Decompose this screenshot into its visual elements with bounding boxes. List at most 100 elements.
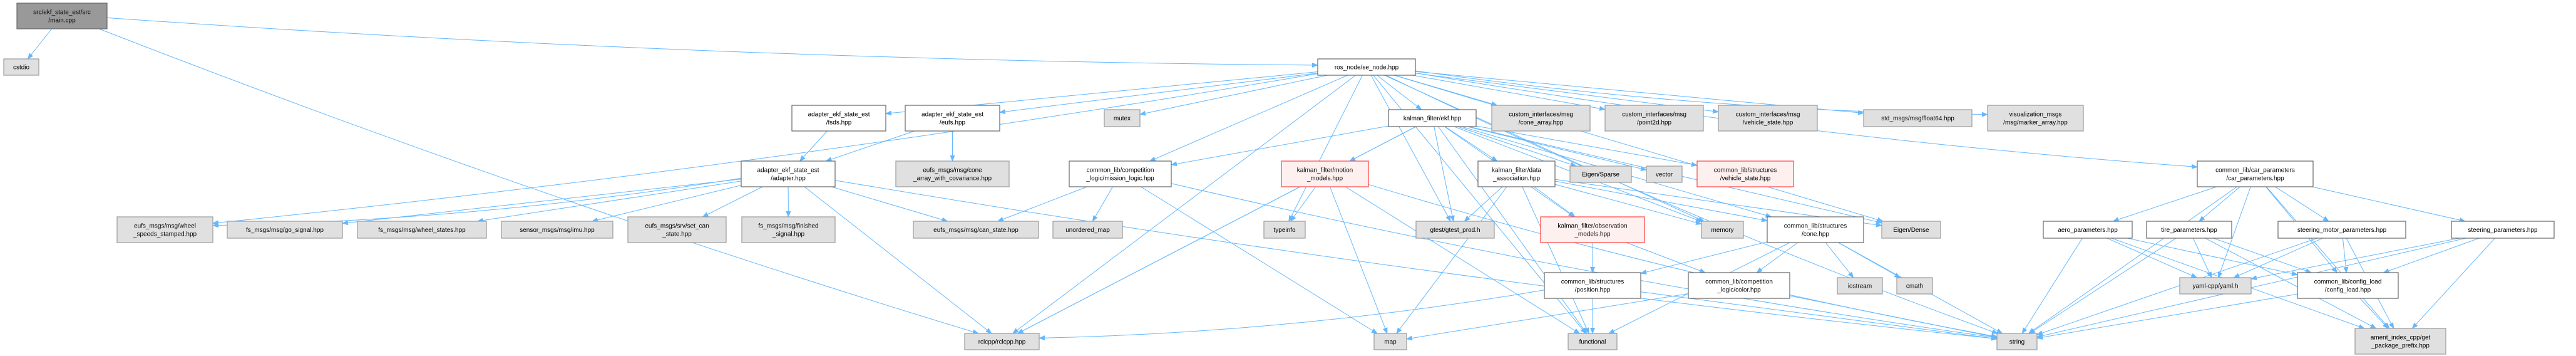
edge-main-to-cstdio xyxy=(27,28,53,60)
node-label: typeinfo xyxy=(1273,227,1295,234)
edge-eufs-to-adapter xyxy=(825,130,915,162)
edge-main-to-rclcpp xyxy=(99,28,979,335)
node-iostream[interactable]: iostream xyxy=(1837,277,1883,295)
node-set-can[interactable]: eufs_msgs/srv/set_can_state.hpp xyxy=(627,216,727,243)
edge-adapter-to-go_signal xyxy=(342,179,742,226)
node-tire[interactable]: tire_parameters.hpp xyxy=(2146,221,2232,239)
node-label: custom_interfaces/msg xyxy=(1509,112,1573,118)
node-box xyxy=(2451,221,2555,239)
node-can-state[interactable]: eufs_msgs/msg/can_state.hpp xyxy=(913,221,1039,239)
node-vstate-msg[interactable]: custom_interfaces/msg/vehicle_state.hpp xyxy=(1718,105,1818,132)
node-ament[interactable]: ament_index_cpp/get_package_prefix.hpp xyxy=(2354,328,2446,355)
node-label: visualization_msgs xyxy=(2009,112,2062,118)
node-unordered-map[interactable]: unordered_map xyxy=(1052,221,1123,239)
edge-se_node-to-eufs xyxy=(999,73,1318,115)
node-se-node[interactable]: ros_node/se_node.hpp xyxy=(1317,58,1416,76)
node-motion[interactable]: kalman_filter/motion_models.hpp xyxy=(1281,160,1369,187)
node-functional[interactable]: functional xyxy=(1568,333,1618,350)
node-ekf[interactable]: kalman_filter/ekf.hpp xyxy=(1388,109,1477,127)
node-memory[interactable]: memory xyxy=(1701,221,1744,239)
node-go-signal[interactable]: fs_msgs/msg/go_signal.hpp xyxy=(227,221,343,239)
node-eigen-dense[interactable]: Eigen/Dense xyxy=(1881,221,1941,239)
node-config-load[interactable]: common_lib/config_load/config_load.hpp xyxy=(2297,272,2399,299)
node-car-params[interactable]: common_lib/car_parameters/car_parameters… xyxy=(2197,160,2314,187)
node-gtest[interactable]: gtest/gtest_prod.h xyxy=(1415,221,1495,239)
node-position[interactable]: common_lib/structures/position.hpp xyxy=(1544,272,1641,299)
node-label: _speeds_stamped.hpp xyxy=(133,231,197,238)
edge-mission-to-unordered_map xyxy=(1092,186,1113,222)
node-observation[interactable]: kalman_filter/observation_models.hpp xyxy=(1540,216,1645,243)
edge-motion-to-functional xyxy=(1345,186,1581,334)
node-box xyxy=(357,221,487,239)
node-float64[interactable]: std_msgs/msg/float64.hpp xyxy=(1863,109,1973,127)
node-yaml[interactable]: yaml-cpp/yaml.h xyxy=(2179,277,2252,295)
node-steer[interactable]: steering_parameters.hpp xyxy=(2451,221,2555,239)
node-label: fs_msgs/msg/wheel_states.hpp xyxy=(378,227,466,234)
node-label: eufs_msgs/msg/wheel xyxy=(134,223,196,230)
node-color[interactable]: common_lib/competition_logic/color.hpp xyxy=(1688,272,1790,299)
node-box xyxy=(1104,109,1141,127)
node-label: /vehicle_state.hpp xyxy=(1743,120,1793,127)
node-box xyxy=(1477,160,1556,187)
node-mission[interactable]: common_lib/competition_logic/mission_log… xyxy=(1069,160,1172,187)
edge-adapter-to-can_state xyxy=(831,186,948,223)
edge-data_assoc-to-observation xyxy=(1534,186,1576,217)
node-marker[interactable]: visualization_msgs/msg/marker_array.hpp xyxy=(1987,105,2084,132)
node-box xyxy=(16,3,108,29)
node-eigen-sparse[interactable]: Eigen/Sparse xyxy=(1569,165,1632,183)
node-label: functional xyxy=(1579,339,1606,346)
node-aero[interactable]: aero_parameters.hpp xyxy=(2043,221,2133,239)
node-main[interactable]: src/ekf_state_est/src/main.cpp xyxy=(16,3,108,29)
node-box xyxy=(905,105,1000,132)
edge-color-to-map xyxy=(1406,293,1689,341)
node-box xyxy=(227,221,343,239)
edge-steer_motor-to-yaml xyxy=(2233,238,2323,278)
node-box xyxy=(791,105,886,132)
node-label: /eufs.hpp xyxy=(940,120,966,127)
node-wheel-speeds[interactable]: eufs_msgs/msg/wheel_speeds_stamped.hpp xyxy=(116,216,213,243)
node-cone-array[interactable]: custom_interfaces/msg/cone_array.hpp xyxy=(1491,105,1591,132)
node-map[interactable]: map xyxy=(1373,333,1407,350)
edge-se_node-to-mutex xyxy=(1139,75,1328,116)
edge-aero-to-yaml xyxy=(2106,238,2198,278)
node-imu[interactable]: sensor_msgs/msg/imu.hpp xyxy=(501,221,613,239)
edge-motion-to-rclcpp xyxy=(1017,186,1301,334)
node-fsds[interactable]: adapter_ekf_state_est/fsds.hpp xyxy=(791,105,886,132)
node-label: ros_node/se_node.hpp xyxy=(1335,65,1399,71)
node-finished[interactable]: fs_msgs/msg/finished_signal.hpp xyxy=(741,216,836,243)
node-label: adapter_ekf_state_est xyxy=(757,167,819,174)
node-typeinfo[interactable]: typeinfo xyxy=(1263,221,1306,239)
node-label: custom_interfaces/msg xyxy=(1736,112,1800,118)
edge-steer-to-config_load xyxy=(2383,238,2480,273)
node-steer-motor[interactable]: steering_motor_parameters.hpp xyxy=(2277,221,2406,239)
node-box xyxy=(2354,328,2446,355)
edge-aero-to-string xyxy=(2021,238,2083,334)
edge-data_assoc-to-gtest xyxy=(1464,186,1503,222)
node-box xyxy=(1544,272,1641,299)
node-cone-cov[interactable]: eufs_msgs/msg/cone_array_with_covariance… xyxy=(895,160,1010,187)
node-vector[interactable]: vector xyxy=(1646,165,1683,183)
node-label: fs_msgs/msg/go_signal.hpp xyxy=(246,227,324,234)
node-label: common_lib/competition xyxy=(1087,167,1154,174)
node-mutex[interactable]: mutex xyxy=(1104,109,1141,127)
node-point2d[interactable]: custom_interfaces/msg/point2d.hpp xyxy=(1604,105,1704,132)
node-label: /main.cpp xyxy=(48,18,76,24)
node-vstate[interactable]: common_lib/structures/vehicle_state.hpp xyxy=(1696,160,1794,187)
node-rclcpp[interactable]: rclcpp/rclcpp.hpp xyxy=(964,333,1040,350)
node-label: _signal.hpp xyxy=(772,231,805,238)
node-label: gtest/gtest_prod.h xyxy=(1430,227,1480,234)
node-cstdio[interactable]: cstdio xyxy=(3,58,39,76)
node-string[interactable]: string xyxy=(1996,333,2038,350)
edge-data_assoc-to-map xyxy=(1396,186,1507,334)
node-data-assoc[interactable]: kalman_filter/data_association.hpp xyxy=(1477,160,1556,187)
node-cmath[interactable]: cmath xyxy=(1896,277,1933,295)
edge-steer-to-yaml xyxy=(2250,238,2460,281)
node-eufs[interactable]: adapter_ekf_state_est/eufs.hpp xyxy=(905,105,1000,132)
node-label: /adapter.hpp xyxy=(771,175,806,182)
edge-se_node-to-rclcpp xyxy=(1012,75,1357,334)
node-label: eufs_msgs/msg/can_state.hpp xyxy=(933,227,1019,234)
node-adapter[interactable]: adapter_ekf_state_est/adapter.hpp xyxy=(741,160,836,187)
node-cone[interactable]: common_lib/structures/cone.hpp xyxy=(1767,216,1864,243)
node-wheel-states[interactable]: fs_msgs/msg/wheel_states.hpp xyxy=(357,221,487,239)
